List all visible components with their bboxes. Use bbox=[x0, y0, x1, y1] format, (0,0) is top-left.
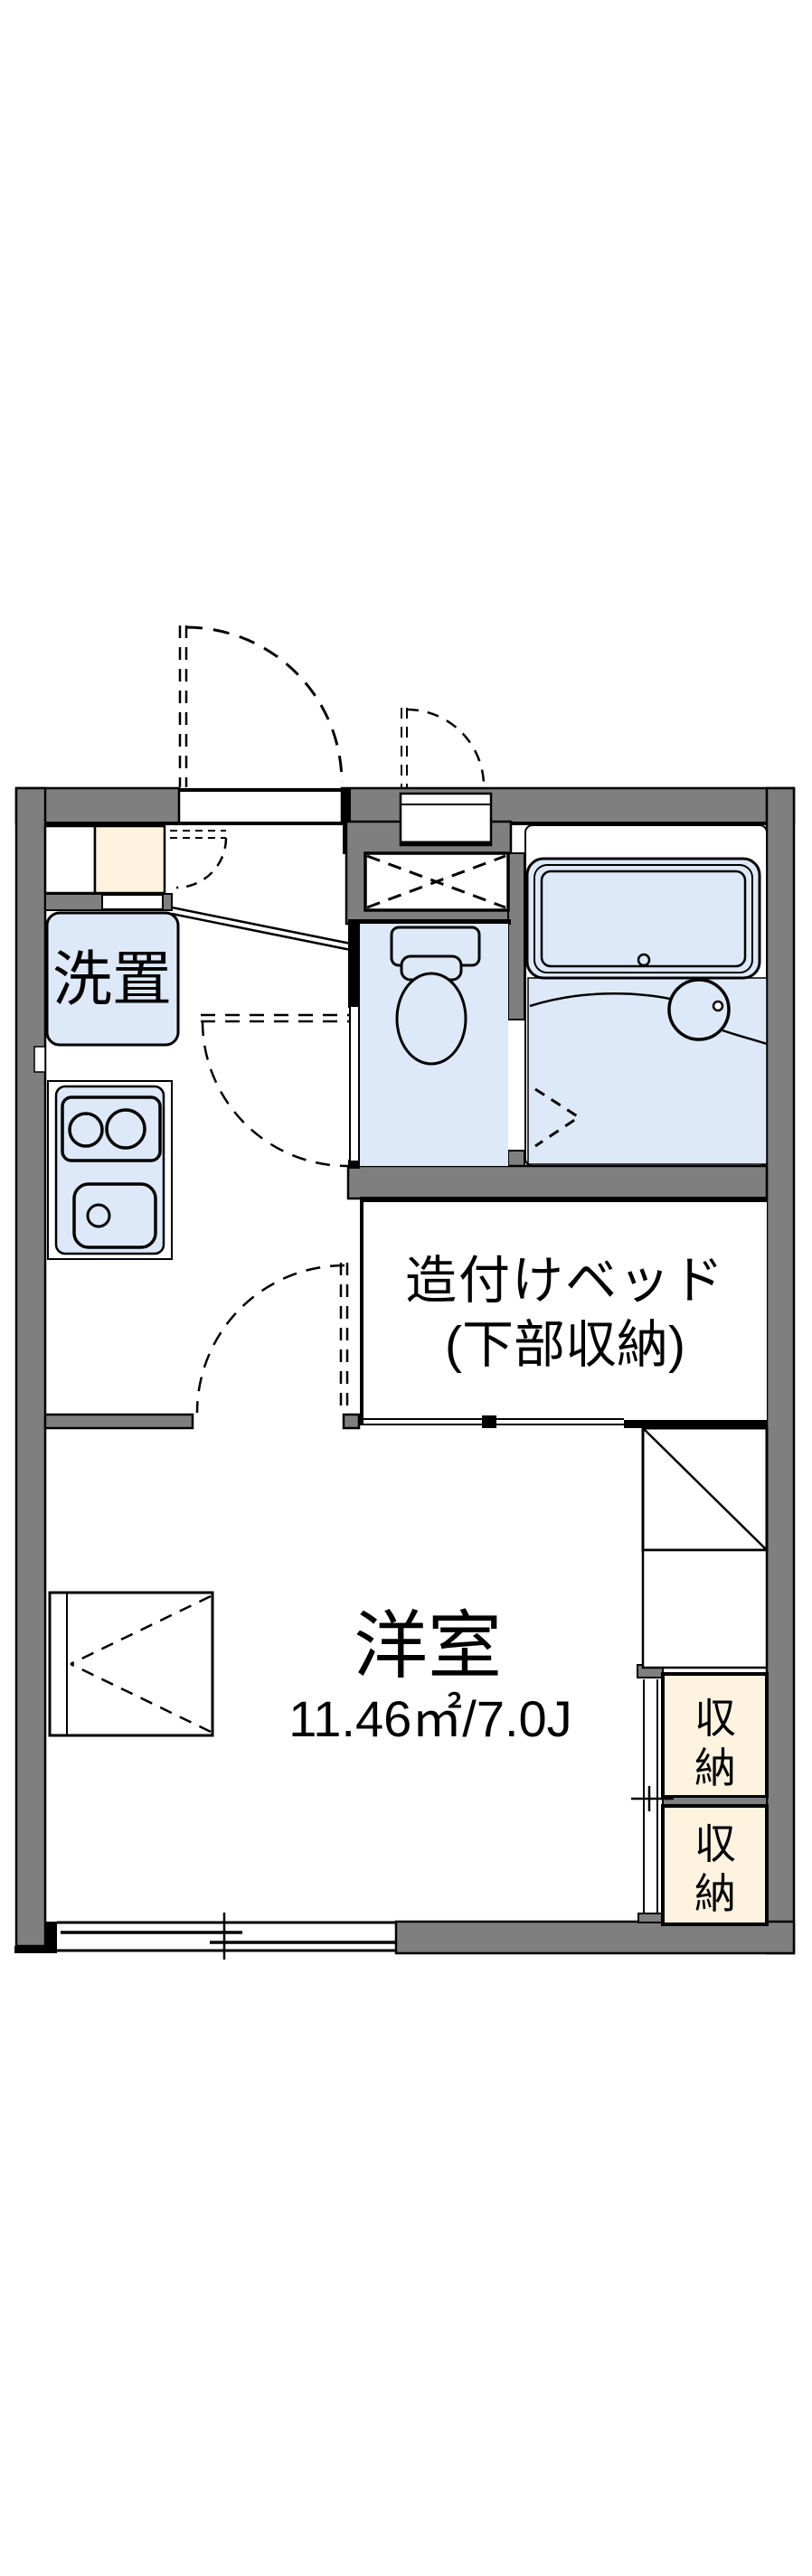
entry-door-swing-arc bbox=[185, 625, 344, 784]
toilet-door-leaf bbox=[349, 1005, 360, 1162]
kitchen-sink bbox=[72, 1182, 157, 1249]
wash-basin bbox=[667, 978, 731, 1041]
toilet-left-wall-lower bbox=[348, 1160, 360, 1169]
entrance bbox=[171, 625, 510, 952]
storage-box-1 bbox=[661, 1672, 769, 1799]
fixture-box-plain bbox=[641, 1548, 769, 1669]
storage-box-2 bbox=[661, 1804, 769, 1926]
wall-vent-slot bbox=[33, 1046, 46, 1073]
sink-drain bbox=[86, 1203, 111, 1228]
living-door-swing-arc bbox=[195, 1264, 345, 1414]
toilet-bath-divider-upper bbox=[507, 852, 525, 1020]
bathtub-drain bbox=[637, 953, 651, 967]
stove-burner-right bbox=[105, 1108, 146, 1150]
wall-below-bath bbox=[346, 1164, 769, 1200]
bed-area bbox=[360, 1197, 767, 1424]
washing-machine-label: 洗置 bbox=[52, 945, 172, 1012]
right-wall bbox=[765, 786, 796, 1955]
storage1-char1: 収 bbox=[694, 1695, 736, 1742]
toilet-room bbox=[201, 919, 511, 1168]
storage1-char2: 納 bbox=[694, 1744, 736, 1791]
entry-step-line-2 bbox=[171, 912, 352, 952]
living-room-area: 11.46㎡/7.0J bbox=[288, 1690, 571, 1747]
bottom-wall bbox=[394, 1920, 796, 1955]
basin-faucet-dot bbox=[712, 1000, 724, 1012]
shelf-cross-line-2 bbox=[366, 854, 506, 909]
living-wall-left bbox=[43, 1413, 194, 1430]
toilet-door-swing-arc bbox=[201, 1020, 348, 1168]
bath-folding-door bbox=[534, 1087, 581, 1148]
toilet-top-border bbox=[360, 919, 511, 925]
fridge-space-box bbox=[43, 824, 97, 895]
bedroom: 造付けベッド (下部収納) bbox=[360, 1197, 767, 1428]
side-window-open-line-1 bbox=[70, 1594, 212, 1666]
living-room-name: 洋室 bbox=[354, 1605, 502, 1688]
bathroom-floor bbox=[527, 977, 768, 1165]
counter-step bbox=[101, 894, 164, 910]
bathtub-mid-rim bbox=[533, 864, 753, 973]
left-wall-cap bbox=[14, 1946, 47, 1953]
storage2-char2: 納 bbox=[694, 1870, 736, 1917]
counter-curve-left bbox=[529, 992, 675, 1008]
bed-top-border bbox=[360, 1197, 767, 1202]
bathroom bbox=[524, 824, 768, 1167]
bed-left-border bbox=[360, 1197, 364, 1424]
entry-step-line-1 bbox=[171, 906, 352, 945]
storage2-char1: 収 bbox=[694, 1820, 736, 1867]
stove-burner-left bbox=[68, 1112, 104, 1148]
ps-door-swing-arc bbox=[406, 708, 486, 785]
bottom-wall-bump bbox=[637, 1913, 664, 1923]
bed-front-wall bbox=[624, 1420, 767, 1428]
living-room: 洋室 11.46㎡/7.0J bbox=[48, 1263, 572, 1960]
living-wall-stub bbox=[342, 1413, 361, 1430]
side-window-open-line-2 bbox=[70, 1662, 212, 1734]
kitchen: 洗置 bbox=[33, 824, 228, 1260]
side-window-box bbox=[48, 1591, 214, 1737]
fixture-box-diagonal-line bbox=[642, 1427, 768, 1551]
bed-front-post bbox=[482, 1415, 496, 1428]
shoe-cabinet-box bbox=[93, 824, 166, 895]
washing-machine-space bbox=[45, 911, 180, 1047]
entrance-threshold-line bbox=[179, 788, 342, 792]
bed-label-line1: 造付けベッド bbox=[405, 1252, 725, 1310]
counter-curve-right bbox=[722, 1029, 768, 1046]
left-wall bbox=[14, 786, 47, 1948]
bed-label-line2: (下部収納) bbox=[445, 1316, 685, 1374]
cabinet-door-swing-arc bbox=[175, 837, 228, 889]
bathtub bbox=[525, 857, 761, 980]
window-left-jamb bbox=[45, 1922, 57, 1953]
storage-column: 収 納 収 納 bbox=[631, 1426, 769, 1926]
toilet-left-wall-upper bbox=[348, 919, 360, 1008]
pipe-space-box bbox=[399, 792, 493, 847]
toilet-bowl bbox=[395, 972, 467, 1066]
